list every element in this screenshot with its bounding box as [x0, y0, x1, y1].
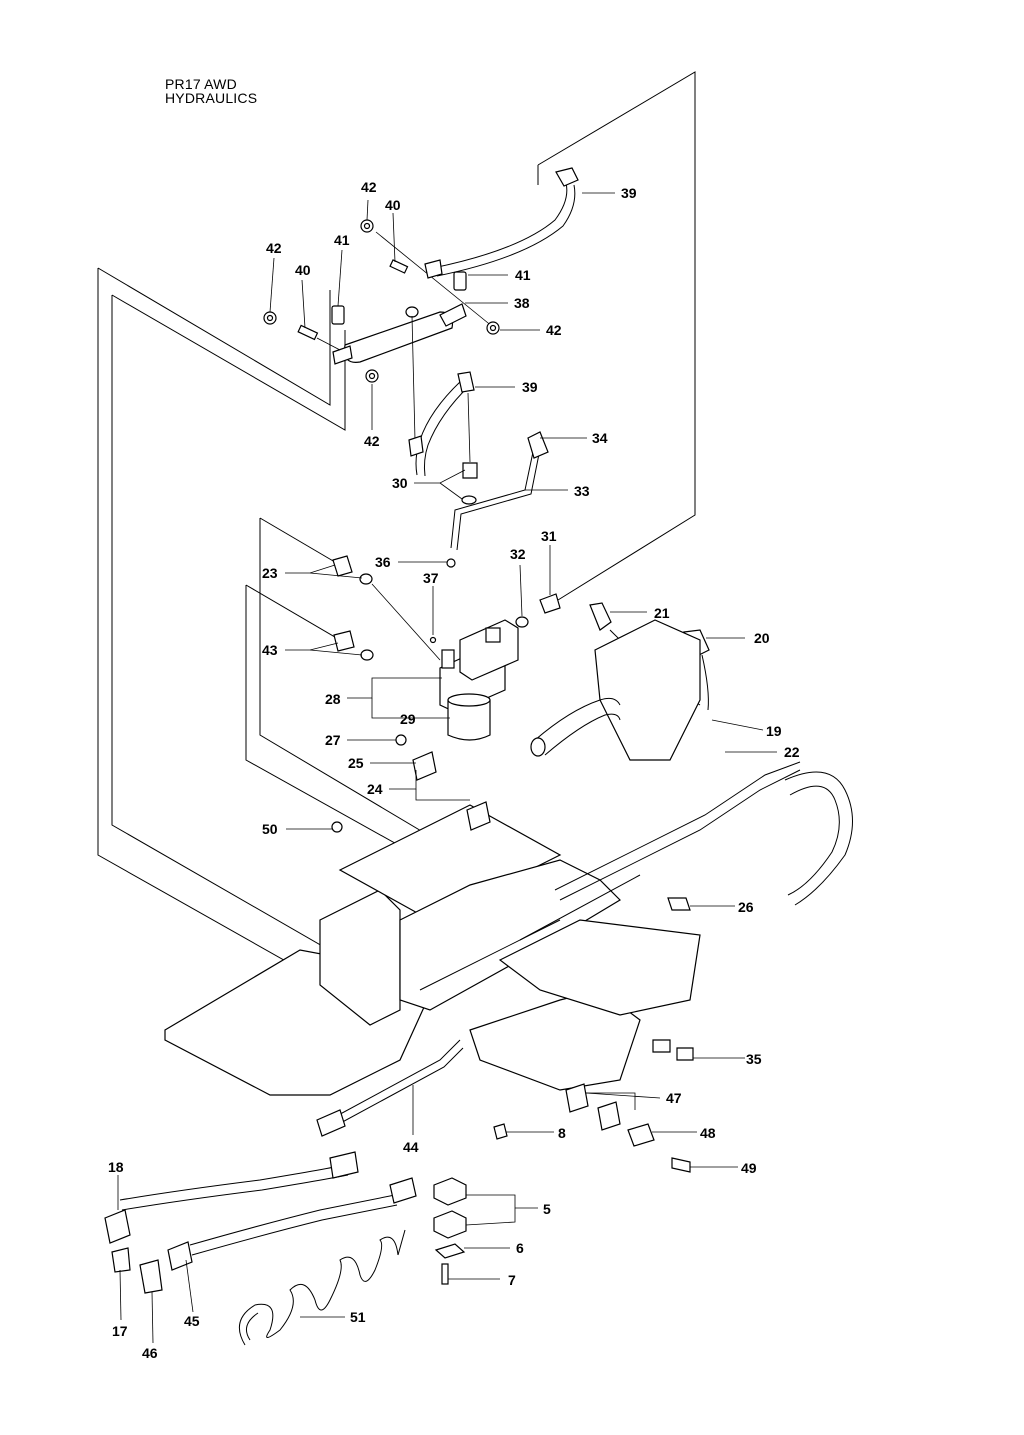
- callout-5: 5: [543, 1201, 551, 1217]
- front-axle-tube: [784, 771, 853, 906]
- control-lever: [446, 431, 549, 568]
- cylinder-fasteners: [263, 219, 500, 383]
- callout-42: 42: [266, 240, 282, 256]
- callout-43: 43: [262, 642, 278, 658]
- callout-42: 42: [546, 322, 562, 338]
- callout-42: 42: [364, 433, 380, 449]
- callout-45: 45: [184, 1313, 200, 1329]
- callout-39: 39: [621, 185, 637, 201]
- callout-41: 41: [334, 232, 350, 248]
- coil-spring-guard: [238, 1229, 406, 1346]
- callout-49: 49: [741, 1160, 757, 1176]
- callout-8: 8: [558, 1125, 566, 1141]
- callout-28: 28: [325, 691, 341, 707]
- callout-leader-lines: [117, 192, 777, 1344]
- callout-51: 51: [350, 1309, 366, 1325]
- hydraulic-cylinder: [332, 303, 467, 441]
- callout-19: 19: [766, 723, 782, 739]
- callout-17: 17: [112, 1323, 128, 1339]
- callout-41: 41: [515, 267, 531, 283]
- drive-hoses: [104, 1039, 464, 1294]
- callout-21: 21: [654, 605, 670, 621]
- callout-26: 26: [738, 899, 754, 915]
- callout-31: 31: [541, 528, 557, 544]
- callout-42: 42: [361, 179, 377, 195]
- callout-35: 35: [746, 1051, 762, 1067]
- callout-47: 47: [666, 1090, 682, 1106]
- callout-30: 30: [392, 475, 408, 491]
- callout-32: 32: [510, 546, 526, 562]
- callout-24: 24: [367, 781, 383, 797]
- callout-6: 6: [516, 1240, 524, 1256]
- callout-25: 25: [348, 755, 364, 771]
- callout-40: 40: [385, 197, 401, 213]
- callout-23: 23: [262, 565, 278, 581]
- callout-39: 39: [522, 379, 538, 395]
- callout-27: 27: [325, 732, 341, 748]
- fitting-30: [461, 462, 478, 505]
- callout-46: 46: [142, 1345, 158, 1361]
- callout-7: 7: [508, 1272, 516, 1288]
- callout-20: 20: [754, 630, 770, 646]
- callout-33: 33: [574, 483, 590, 499]
- callout-29: 29: [400, 711, 416, 727]
- hydraulic-hose-lower: [408, 371, 475, 477]
- mower-frame-chassis: [164, 619, 801, 1096]
- callout-34: 34: [592, 430, 608, 446]
- hydraulic-hose-upper: [424, 167, 579, 279]
- callout-48: 48: [700, 1125, 716, 1141]
- callout-labels: 42 40 39 42 41 40 41 38 42 39 42 34 30 3…: [108, 179, 800, 1361]
- callout-44: 44: [403, 1139, 419, 1155]
- small-fasteners: [331, 734, 694, 1285]
- callout-38: 38: [514, 295, 530, 311]
- diagram-title-model: PR17 AWD: [165, 76, 237, 92]
- diagram-title-section: HYDRAULICS: [165, 90, 258, 106]
- callout-40: 40: [295, 262, 311, 278]
- callout-50: 50: [262, 821, 278, 837]
- valve-fittings: [332, 555, 561, 661]
- callout-37: 37: [423, 570, 439, 586]
- callout-22: 22: [784, 744, 800, 760]
- callout-18: 18: [108, 1159, 124, 1175]
- control-valve-assembly: [439, 619, 519, 741]
- callout-36: 36: [375, 554, 391, 570]
- steering-tube: [530, 697, 621, 757]
